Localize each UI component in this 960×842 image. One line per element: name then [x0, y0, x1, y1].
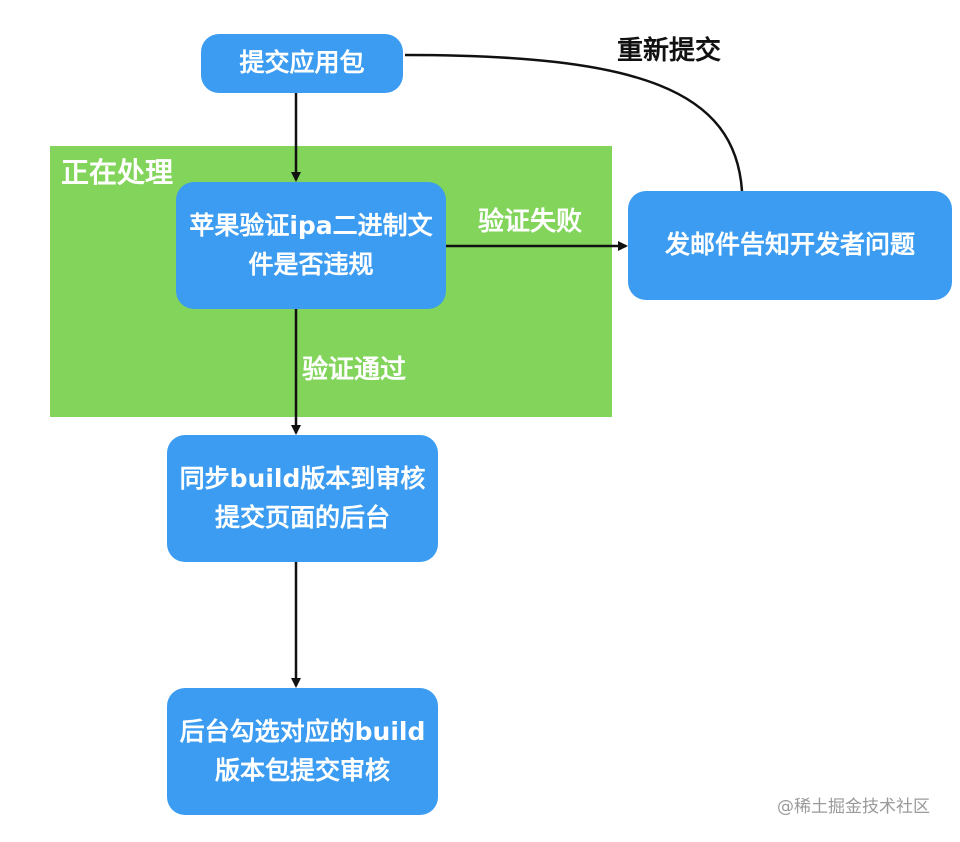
apple-verify-ipa-node: 苹果验证ipa二进制文 件是否违规: [176, 182, 446, 309]
sync-node-text-line2: 提交页面的后台: [214, 502, 390, 532]
edge-label-verify-passed: 验证通过: [302, 355, 407, 385]
select-node-text-line1: 后台勾选对应的build: [179, 716, 426, 746]
select-node-text-line2: 版本包提交审核: [214, 755, 390, 785]
select-build-node: 后台勾选对应的build 版本包提交审核: [167, 688, 438, 815]
verify-node-text-line2: 件是否违规: [248, 249, 374, 279]
submit-app-package-node: 提交应用包: [201, 34, 403, 93]
watermark: @稀土掘金技术社区: [777, 797, 930, 817]
verify-node-text-line1: 苹果验证ipa二进制文: [189, 210, 433, 240]
sync-node-text-line1: 同步build版本到审核: [179, 463, 426, 493]
email-developer-node: 发邮件告知开发者问题: [628, 191, 952, 300]
mail-node-text: 发邮件告知开发者问题: [664, 230, 915, 260]
submit-node-text: 提交应用包: [239, 48, 365, 78]
edge-label-verify-failed: 验证失败: [478, 207, 583, 237]
processing-region-label: 正在处理: [61, 156, 174, 189]
edge-label-resubmit: 重新提交: [617, 36, 722, 66]
sync-build-node: 同步build版本到审核 提交页面的后台: [167, 435, 438, 562]
